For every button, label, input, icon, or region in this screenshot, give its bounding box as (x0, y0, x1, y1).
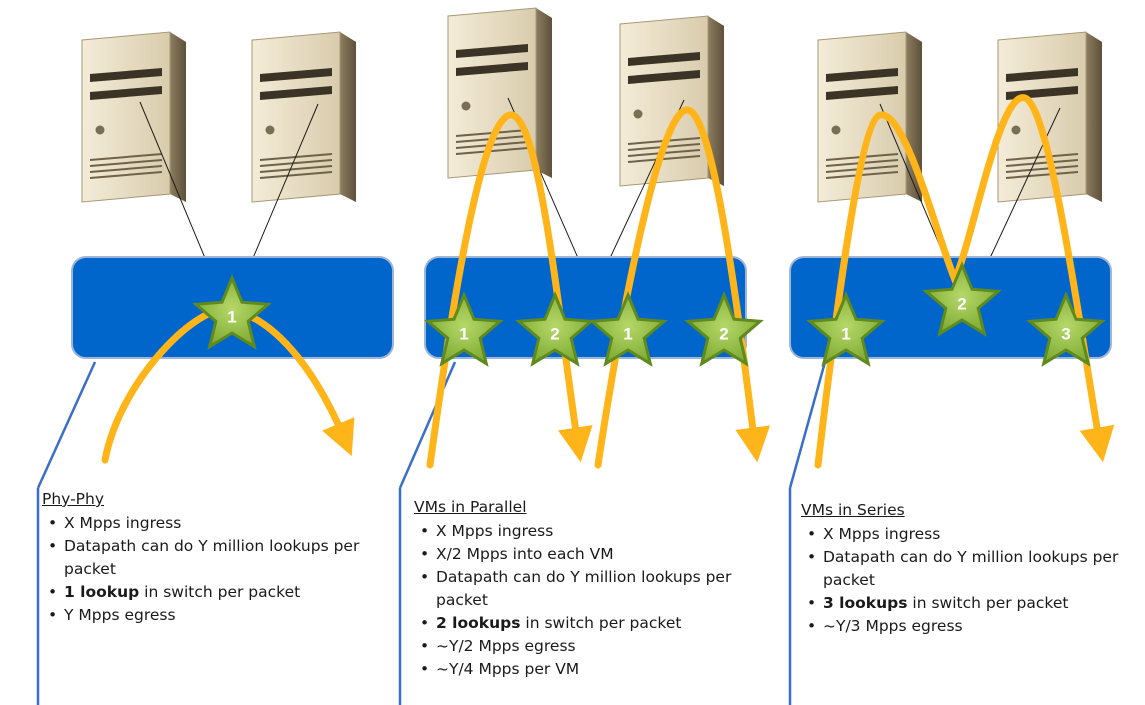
bullet-bold: 2 lookups (436, 614, 521, 632)
server-icon (251, 31, 356, 203)
bullet-text: Datapath can do Y million lookups per pa… (823, 548, 1119, 589)
lookup-star-icon: 3 (1026, 291, 1106, 367)
bullet-item: 1 lookup in switch per packet (42, 581, 382, 604)
bullet-item: 2 lookups in switch per packet (414, 612, 784, 635)
lookup-star-label: 1 (459, 324, 468, 343)
lookup-star-icon: 2 (922, 261, 1002, 337)
server-icon (447, 7, 552, 179)
bullet-text: X Mpps ingress (823, 525, 941, 543)
lookup-star-label: 1 (227, 307, 236, 326)
lookup-star-icon: 2 (515, 291, 595, 367)
bullet-bold: 3 lookups (823, 594, 908, 612)
bullet-list: X Mpps ingress Datapath can do Y million… (42, 512, 382, 627)
bullet-item: 3 lookups in switch per packet (801, 592, 1145, 615)
lookup-star-label: 1 (841, 324, 850, 343)
lookup-star-label: 3 (1061, 324, 1070, 343)
lookup-star-label: 2 (957, 294, 966, 313)
bullet-text: in switch per packet (907, 594, 1069, 612)
server-icon (817, 31, 922, 203)
bullet-text: X/2 Mpps into each VM (436, 545, 614, 563)
server-icon (619, 15, 724, 187)
bullet-item: ~Y/4 Mpps per VM (414, 658, 784, 681)
bullet-text: X Mpps ingress (64, 514, 182, 532)
bullet-bold: 1 lookup (64, 583, 140, 601)
bullet-text: in switch per packet (520, 614, 682, 632)
bullet-item: Y Mpps egress (42, 604, 382, 627)
lookup-star-label: 1 (623, 324, 632, 343)
bullet-item: ~Y/3 Mpps egress (801, 615, 1145, 638)
bullet-list: X Mpps ingress Datapath can do Y million… (801, 523, 1145, 638)
bullet-text: Datapath can do Y million lookups per pa… (64, 537, 360, 578)
server-icon (81, 31, 186, 203)
bullet-text: X Mpps ingress (436, 522, 554, 540)
lookup-stars: 1 1 2 1 2 1 2 3 (192, 261, 1106, 367)
lookup-star-icon: 1 (192, 274, 272, 350)
panel-vms-in-parallel: VMs in Parallel X Mpps ingress X/2 Mpps … (414, 496, 784, 681)
panel-heading: VMs in Series (801, 501, 905, 519)
bullet-item: X Mpps ingress (42, 512, 382, 535)
lookup-star-label: 2 (719, 324, 728, 343)
lookup-star-label: 2 (550, 324, 559, 343)
lookup-star-icon: 1 (588, 291, 668, 367)
switch-icon (424, 256, 747, 359)
bullet-list: X Mpps ingress X/2 Mpps into each VM Dat… (414, 520, 784, 681)
bullet-item: Datapath can do Y million lookups per pa… (801, 546, 1145, 592)
bullet-text: ~Y/2 Mpps egress (436, 637, 576, 655)
bullet-item: Datapath can do Y million lookups per pa… (414, 566, 784, 612)
bullet-text: ~Y/4 Mpps per VM (436, 660, 580, 678)
bullet-text: Y Mpps egress (64, 606, 176, 624)
server-icon (997, 31, 1102, 203)
bullet-item: Datapath can do Y million lookups per pa… (42, 535, 382, 581)
bullet-item: ~Y/2 Mpps egress (414, 635, 784, 658)
panel-heading: VMs in Parallel (414, 498, 527, 516)
lookup-star-icon: 2 (684, 291, 764, 367)
lookup-star-icon: 1 (424, 291, 504, 367)
bullet-item: X Mpps ingress (801, 523, 1145, 546)
bullet-item: X/2 Mpps into each VM (414, 543, 784, 566)
bullet-item: X Mpps ingress (414, 520, 784, 543)
bullet-text: in switch per packet (139, 583, 301, 601)
panel-link-lines (36, 361, 827, 705)
bullet-text: ~Y/3 Mpps egress (823, 617, 963, 635)
bullet-text: Datapath can do Y million lookups per pa… (436, 568, 732, 609)
panel-phy-phy: Phy-Phy X Mpps ingress Datapath can do Y… (42, 488, 382, 627)
panel-vms-in-series: VMs in Series X Mpps ingress Datapath ca… (801, 499, 1145, 638)
lookup-star-icon: 1 (806, 291, 886, 367)
server-group (81, 7, 1102, 203)
panel-heading: Phy-Phy (42, 490, 105, 508)
